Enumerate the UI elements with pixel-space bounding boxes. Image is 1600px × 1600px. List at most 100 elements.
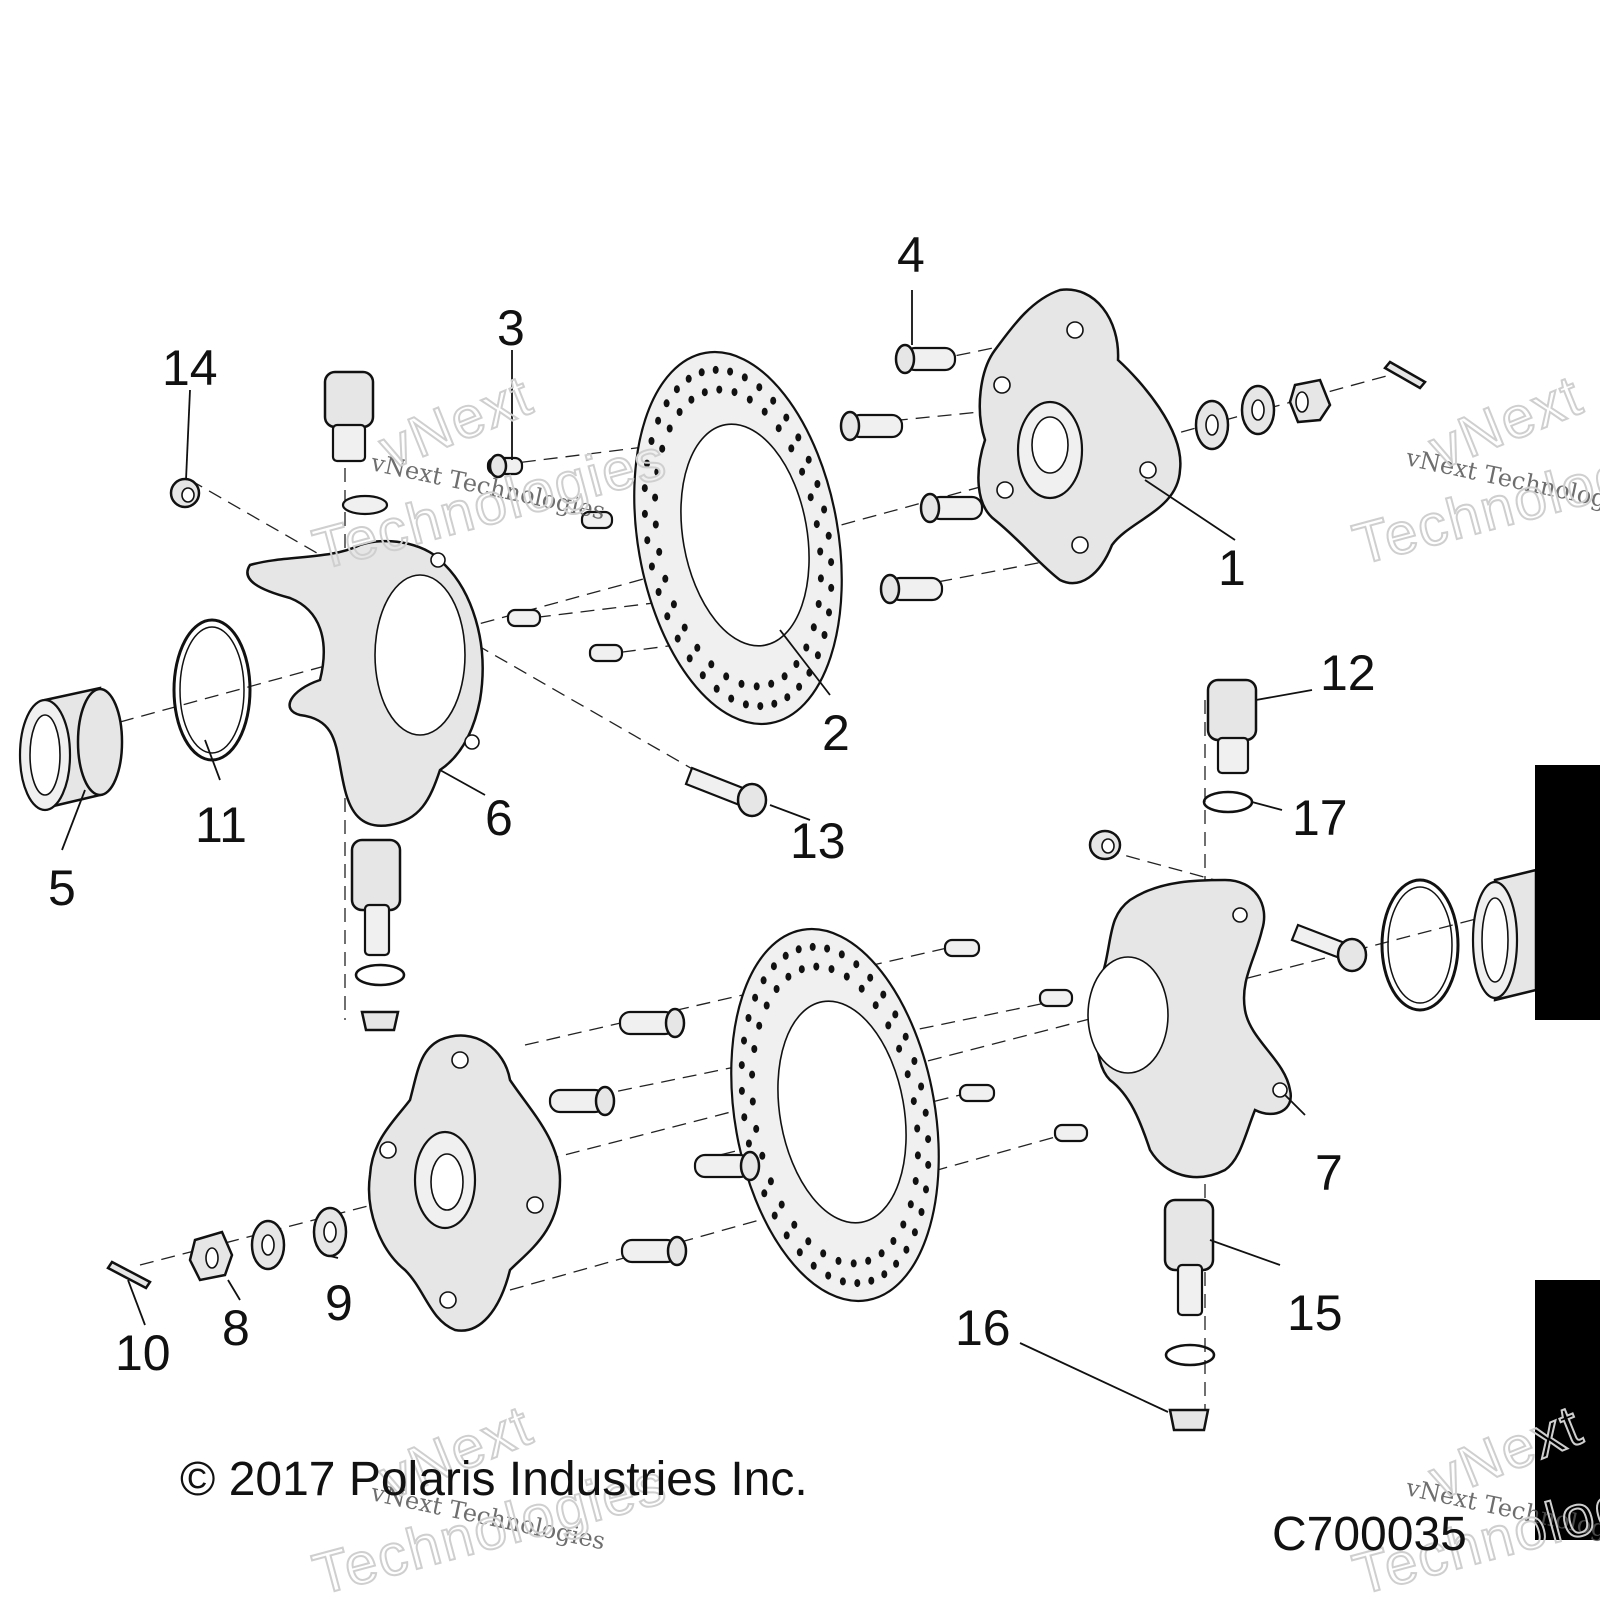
disc-perforation [796,682,803,691]
figure-id: C700035 [1272,1508,1467,1561]
disc-perforation [756,383,763,392]
disc-perforation [713,684,720,693]
disc-perforation [749,1070,756,1079]
disc-perforation [907,1200,914,1209]
disc-perforation [761,407,768,416]
disc-perforation [652,520,659,529]
callout-3: 3 [497,300,525,356]
disc-perforation [865,1256,872,1265]
upper-hub-hardware [1194,360,1427,451]
disc-perforation [810,623,817,632]
ball-joint-lower-left [350,838,406,1032]
disc-perforation [659,444,666,453]
disc-perforation [843,972,850,981]
disc-perforation [835,1256,842,1265]
disc-perforation [716,385,723,394]
callout-9: 9 [325,1275,353,1331]
disc-perforation [798,965,805,974]
leader-lines [61,290,1313,1413]
disc-perforation [674,634,681,643]
disc-perforation [814,651,821,660]
steering-knuckle-left [246,539,484,828]
disc-perforation [727,367,734,376]
disc-perforation [781,672,788,681]
disc-perforation [810,1261,817,1270]
disc-perforation [828,965,835,974]
disc-perforation [778,1200,785,1209]
disc-perforation [784,693,791,702]
disc-perforation [771,1211,778,1220]
disc-perforation [741,1113,748,1122]
disc-perforation [768,679,775,688]
disc-perforation [666,424,673,433]
disc-perforation [745,1014,752,1022]
disc-perforation [751,1045,758,1053]
disc-perforation [892,1010,899,1019]
bolt-13 [684,766,768,818]
disc-perforation [770,396,777,405]
nut-right [1088,829,1122,861]
disc-perforation [652,493,659,502]
snap-ring-right [1380,878,1460,1012]
watermark-group: vNext Technologies vNext Technologies vN… [306,361,1600,1600]
disc-perforation [694,643,701,652]
disc-perforation [663,399,670,408]
disc-perforation [918,1208,925,1216]
disc-perforation [814,480,821,488]
disc-perforation [914,1124,921,1133]
disc-perforation [648,562,655,571]
disc-perforation [805,455,812,464]
disc-perforation [761,1189,768,1198]
disc-perforation [742,700,749,709]
disc-perforation [803,643,810,652]
bolt-right [1290,923,1368,973]
disc-perforation [900,1220,907,1229]
wheel-bearing-right [1471,868,1538,1002]
disc-perforation [918,1082,925,1091]
disc-perforation [807,493,814,502]
callout-11: 11 [195,797,247,853]
disc-perforation [809,942,816,951]
callout-6: 6 [485,790,513,846]
disc-perforation [881,1270,888,1279]
disc-perforation [654,468,661,476]
disc-perforation [825,531,832,540]
callout-17: 17 [1292,790,1348,846]
disc-perforation [796,1248,803,1257]
callout-12: 12 [1320,645,1376,701]
brake-disc-upper [633,350,843,726]
disc-perforation [676,408,683,416]
disc-perforation [746,395,753,404]
disc-perforation [872,1001,879,1010]
copyright-notice: © 2017 Polaris Industries Inc. [180,1453,808,1506]
disc-perforation [655,588,662,596]
disc-perforation [771,699,778,708]
disc-perforation [815,600,822,608]
disc-perforation [753,1124,760,1133]
disc-perforation [757,702,764,711]
disc-perforation [817,547,824,556]
disc-perforation [885,1021,892,1030]
disc-perforation [760,976,767,985]
disc-perforation [662,574,669,583]
disc-perforation [799,467,806,476]
hub-studs-upper [839,343,984,605]
disc-perforation [773,985,780,993]
callout-15: 15 [1287,1285,1343,1341]
hub-studs-lower [548,1007,761,1267]
disc-perforation [925,1160,932,1169]
disc-perforation [795,945,802,954]
disc-perforation [839,1277,846,1286]
disc-perforation [903,1245,910,1254]
disc-perforation [902,1032,909,1041]
disc-perforation [791,1220,798,1229]
disc-perforation [681,623,688,632]
stud-short [488,453,508,479]
brake-disc-lower [730,927,940,1303]
disc-bolts-lower [943,938,1089,1143]
callout-2: 2 [822,705,850,761]
disc-perforation [795,433,802,442]
disc-perforation [782,951,789,960]
ball-joint-lower-right [1163,1198,1216,1432]
edge-tab-upper [1535,765,1600,1020]
